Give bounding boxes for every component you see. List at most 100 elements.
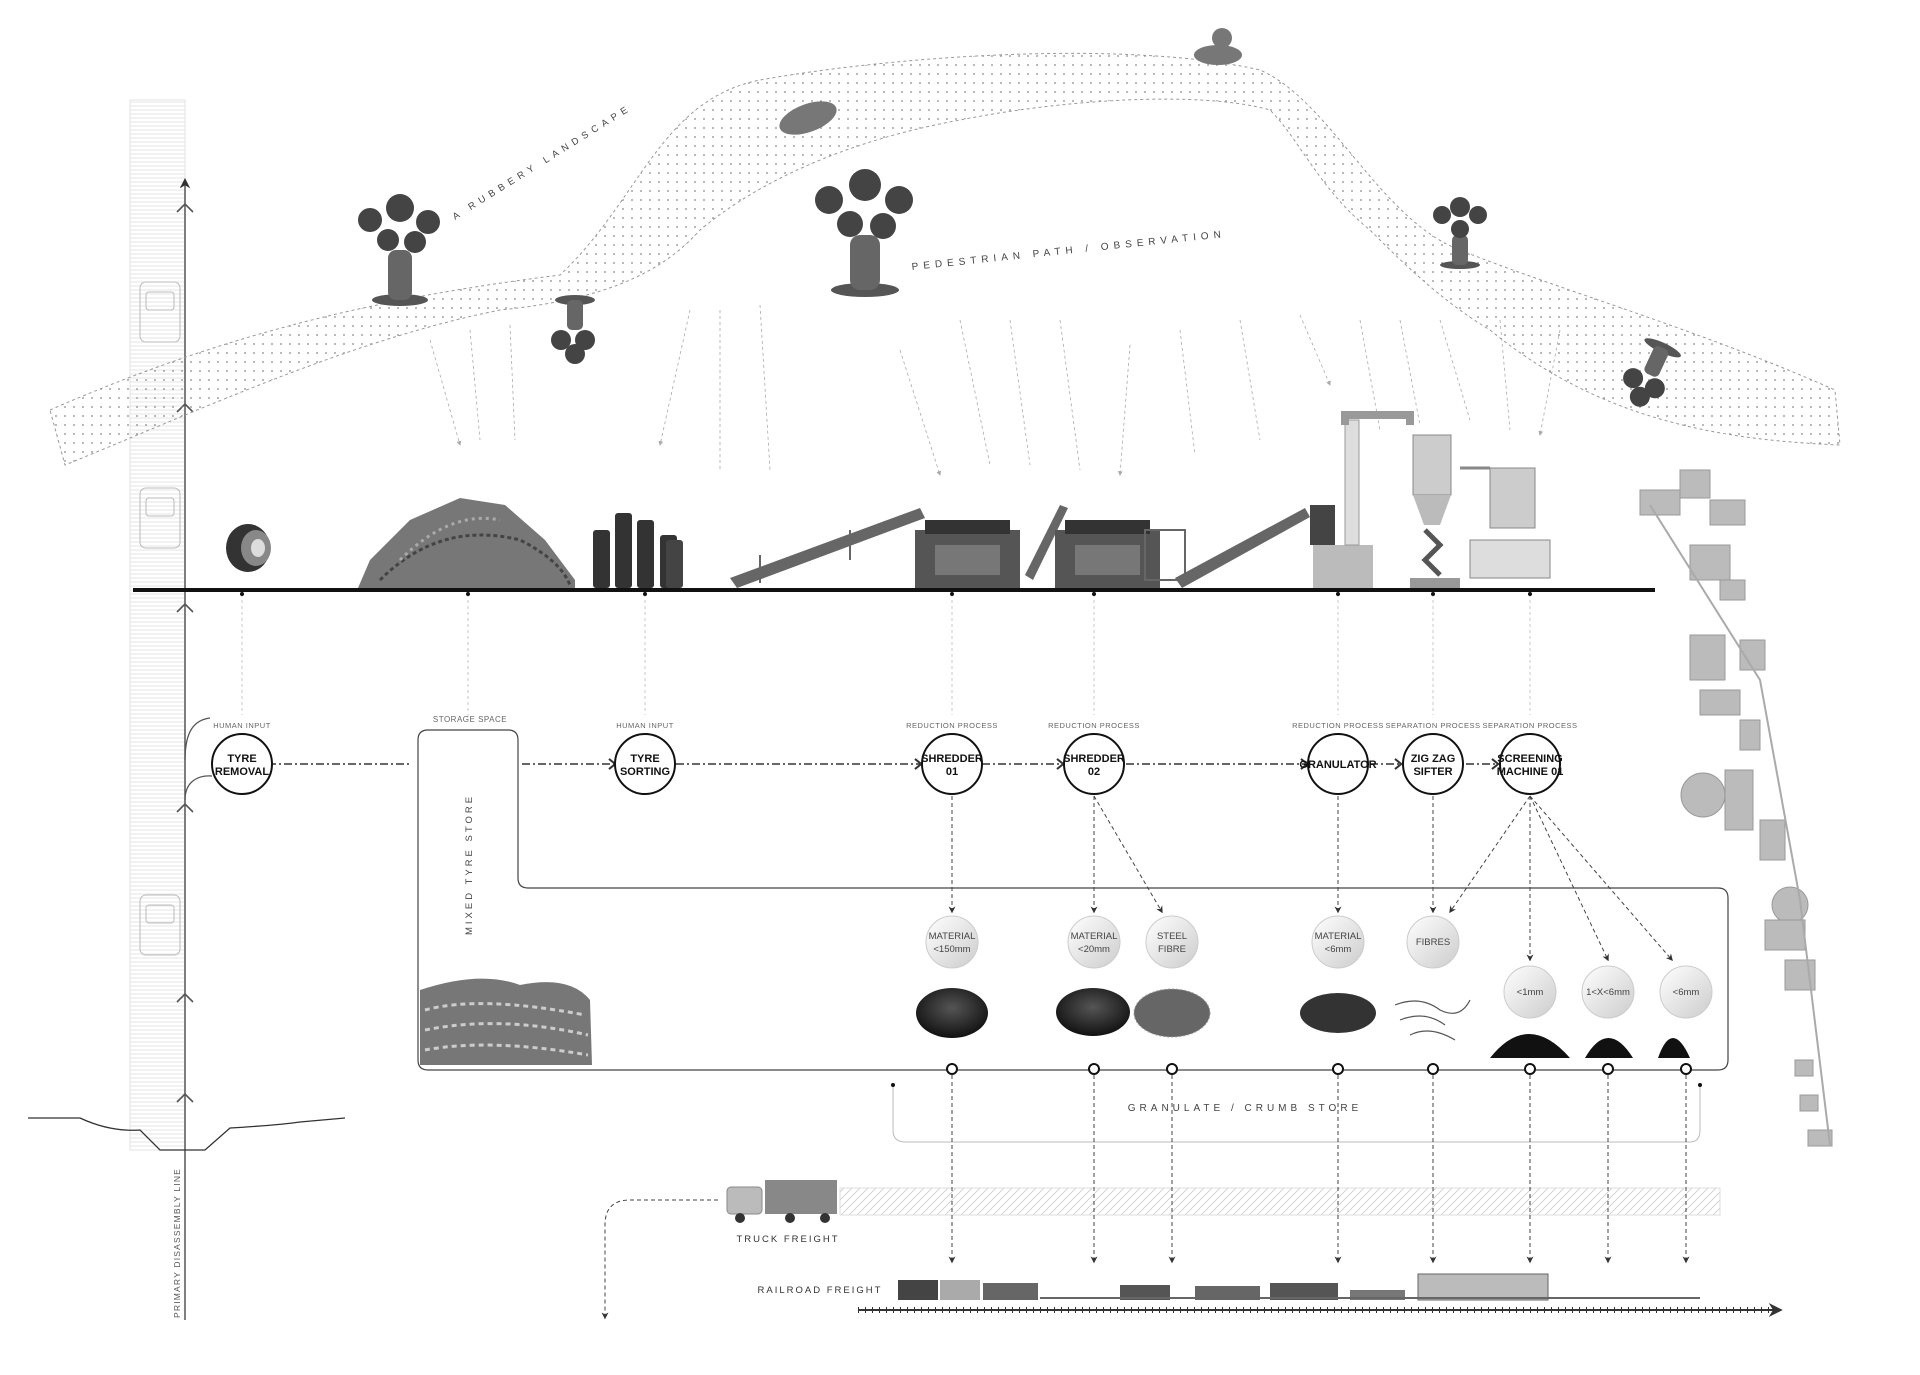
tyre-tree-icon <box>1433 197 1487 269</box>
process-node-circle <box>614 733 676 795</box>
output-node-sublabel: <6mm <box>1325 944 1352 955</box>
crumb-6mm-pile-icon <box>1658 1038 1690 1058</box>
output-node-circle <box>1311 915 1365 969</box>
process-node-circle <box>1063 733 1125 795</box>
path-label: PEDESTRIAN PATH / OBSERVATION <box>911 229 1226 273</box>
process-node-title: GRANULATOR <box>1299 759 1376 771</box>
rubbery-landscape: A RUBBERY LANDSCAPE PEDESTRIAN PATH / OB… <box>49 28 1841 476</box>
shredder-2-icon <box>1055 520 1186 588</box>
process-node-subtitle: SORTING <box>620 766 670 778</box>
output-node-circle <box>1067 915 1121 969</box>
storage-category: STORAGE SPACE <box>433 715 507 724</box>
mixed-tyre-pile-icon <box>420 978 592 1065</box>
granulate-store-bracket <box>892 1085 1701 1143</box>
process-flow: STORAGE SPACE MIXED TYRE STORE HUMAN INP… <box>211 715 1729 1143</box>
granulate-store-label: GRANULATE / CRUMB STORE <box>1128 1103 1362 1114</box>
ground-section <box>28 1117 346 1151</box>
conveyor-3-icon <box>1175 508 1310 588</box>
exploded-machinery <box>1639 469 1833 1147</box>
output-node: MATERIAL <6mm <box>1311 915 1365 969</box>
output-node: <1mm <box>1503 965 1557 1019</box>
car-outline-icon <box>139 281 181 956</box>
process-node-category: REDUCTION PROCESS <box>906 721 998 730</box>
process-node-title: ZIG ZAG <box>1411 753 1456 765</box>
output-node-circle <box>1145 915 1199 969</box>
process-node-category: HUMAN INPUT <box>616 721 674 730</box>
output-node: MATERIAL <20mm <box>1067 915 1121 969</box>
disassembly-line: PRIMARY DISASSEMBLY LINE <box>28 99 346 1320</box>
process-node-category: SEPARATION PROCESS <box>1386 721 1481 730</box>
process-node-subtitle: 01 <box>946 766 958 778</box>
output-node-label: <1mm <box>1517 987 1544 998</box>
truck-freight-label: TRUCK FREIGHT <box>736 1234 839 1245</box>
output-arrows <box>948 795 1673 962</box>
shredder-1-icon <box>915 520 1020 588</box>
material-6mm-pile-icon <box>1300 993 1376 1033</box>
process-node-subtitle: MACHINE 01 <box>1497 766 1564 778</box>
output-node: 1<X<6mm <box>1581 965 1635 1019</box>
steel-fibre-pile-icon <box>1133 988 1211 1038</box>
tyre-stacks-icon <box>593 513 683 588</box>
output-node-sublabel: <150mm <box>933 944 970 955</box>
output-circles: MATERIAL<150mmMATERIAL<20mmSTEELFIBREMAT… <box>925 915 1713 1019</box>
storage-label: MIXED TYRE STORE <box>464 794 475 935</box>
truck-icon <box>726 1180 837 1223</box>
truck-lane <box>839 1187 1721 1216</box>
process-node-title: SHREDDER <box>1063 753 1125 765</box>
granulator-icon <box>1310 411 1414 588</box>
tyre-creature-icon <box>779 28 1242 135</box>
process-node: REDUCTION PROCESS GRANULATOR <box>1292 721 1384 795</box>
tyre-tree-icon <box>358 194 440 306</box>
crumb-1-6mm-pile-icon <box>1585 1038 1633 1058</box>
sight-lines <box>429 304 1561 476</box>
process-node-circle <box>1307 733 1369 795</box>
freight: TRUCK FREIGHT RAILROAD FREIGHT <box>601 1075 1783 1320</box>
railroad-freight-label: RAILROAD FREIGHT <box>758 1285 883 1296</box>
inverted-tyre-tree-icon <box>551 295 595 364</box>
output-node-label: <6mm <box>1673 987 1700 998</box>
truck-exit-path <box>601 1199 718 1320</box>
output-node-label: MATERIAL <box>1071 931 1118 942</box>
tyre-tree-icon <box>815 169 913 297</box>
output-node: MATERIAL<150mm <box>925 915 979 969</box>
output-node: <6mm <box>1659 965 1713 1019</box>
output-node-circle <box>1406 915 1460 969</box>
material-piles <box>916 988 1690 1058</box>
fibres-icon <box>1394 999 1471 1041</box>
output-node-circle <box>1659 965 1713 1019</box>
landscape-title: A RUBBERY LANDSCAPE <box>451 102 634 222</box>
train-icon <box>898 1273 1700 1301</box>
tyre-pile-icon <box>358 498 575 588</box>
output-node: FIBRES <box>1406 915 1460 969</box>
output-node-label: FIBRES <box>1416 937 1450 948</box>
process-node-subtitle: SIFTER <box>1413 766 1452 778</box>
freight-drop-lines <box>948 1075 1690 1264</box>
zig-zag-sifter-icon <box>1410 434 1460 588</box>
pedestrian-path <box>49 52 1841 466</box>
output-node-circle <box>1503 965 1557 1019</box>
process-node-category: REDUCTION PROCESS <box>1048 721 1140 730</box>
output-node-circle <box>1581 965 1635 1019</box>
output-node-sublabel: <20mm <box>1078 944 1110 955</box>
machinery-elevation <box>133 411 1833 1147</box>
machine-connectors <box>241 594 1531 720</box>
axis-label: PRIMARY DISASSEMBLY LINE <box>172 1168 182 1318</box>
output-node-label: 1<X<6mm <box>1586 987 1630 998</box>
output-node-label: MATERIAL <box>1315 931 1362 942</box>
process-node-category: REDUCTION PROCESS <box>1292 721 1384 730</box>
process-node-category: SEPARATION PROCESS <box>1483 721 1578 730</box>
output-node-label: STEEL <box>1157 931 1187 942</box>
material-150mm-pile-icon <box>916 988 988 1038</box>
process-node-title: TYRE <box>630 753 659 765</box>
tyre-removal-wheel-icon <box>226 524 271 572</box>
screening-machine-icon <box>1460 466 1551 579</box>
process-node-category: HUMAN INPUT <box>213 721 271 730</box>
